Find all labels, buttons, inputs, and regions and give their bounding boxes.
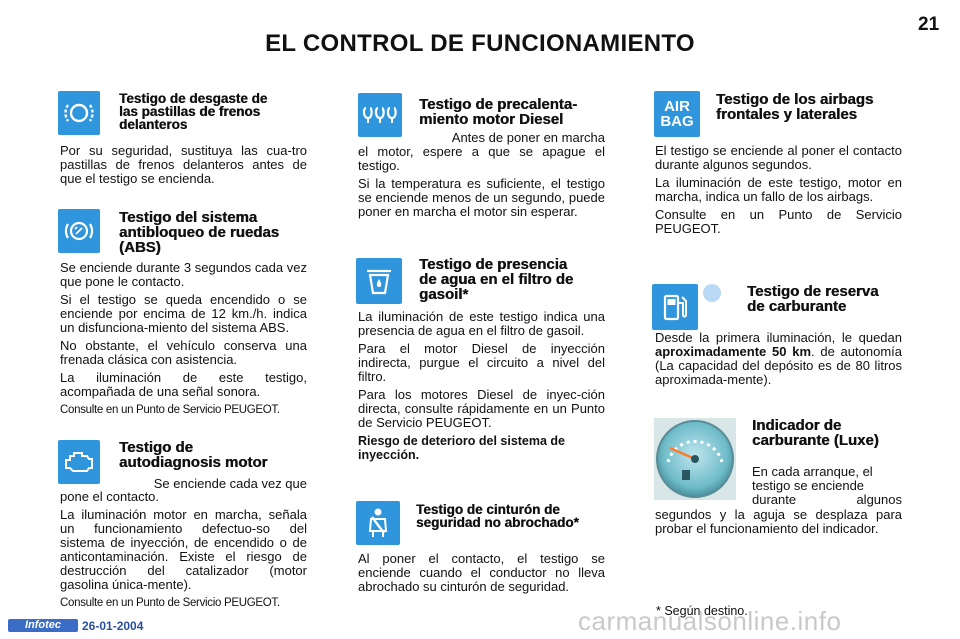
airbag-heading: Testigo de los airbags frontales y later… bbox=[716, 91, 874, 123]
airbag-text-2: La iluminación de este testigo, motor en… bbox=[655, 175, 902, 204]
water-filter-text-3: Para los motores Diesel de inyec-ción di… bbox=[358, 387, 605, 430]
airbag-icon-text-1: AIR bbox=[664, 98, 690, 115]
preheat-glow-plug-icon bbox=[358, 93, 402, 137]
engine-diagnosis-icon bbox=[58, 440, 100, 484]
abs-text-4: La iluminación de este testigo, acompaña… bbox=[60, 370, 307, 399]
page-number: 21 bbox=[918, 14, 940, 35]
fuel-reserve-text: Desde la primera iluminación, le quedan … bbox=[655, 330, 902, 387]
preheat-lead: Antes de poner en marcha bbox=[451, 130, 605, 145]
engine-diagnosis-heading: Testigo de autodiagnosis motor bbox=[119, 439, 268, 471]
preheat-lead-2: el motor, espere a que se apague el test… bbox=[358, 144, 605, 173]
page-title: EL CONTROL DE FUNCIONAMIENTO bbox=[265, 30, 695, 57]
abs-text-3: No obstante, el vehículo conserva una fr… bbox=[60, 338, 307, 367]
infotec-logo: Infotec bbox=[8, 619, 78, 632]
brake-pad-warning-icon bbox=[58, 91, 100, 135]
preheat-heading: Testigo de precalenta- miento motor Dies… bbox=[419, 96, 578, 128]
preheat-text-2: Si la temperatura es suficiente, el test… bbox=[358, 176, 605, 219]
water-in-fuel-icon bbox=[356, 258, 402, 304]
seatbelt-text: Al poner el contacto, el testigo se enci… bbox=[358, 551, 605, 594]
engine-diagnosis-lead: Se enciende cada vez que bbox=[153, 476, 307, 491]
seatbelt-warning-icon bbox=[356, 501, 400, 545]
fuel-gauge-lead-1: En cada arranque, el bbox=[752, 464, 873, 479]
engine-diagnosis-text-2: La iluminación motor en marcha, señala u… bbox=[60, 507, 307, 592]
footnote: * Según destino. bbox=[656, 604, 748, 618]
engine-diagnosis-lead-2: pone el contacto. bbox=[60, 489, 160, 504]
reserve-indicator-dot bbox=[703, 284, 721, 302]
fuel-gauge-text: segundos y la aguja se desplaza para pro… bbox=[655, 507, 902, 536]
water-filter-text-1: La iluminación de este testigo indica un… bbox=[358, 309, 605, 338]
water-filter-warning: Riesgo de deterioro del sistema de inyec… bbox=[358, 434, 566, 462]
fuel-gauge-image bbox=[654, 418, 736, 500]
airbag-icon-text-2: BAG bbox=[660, 113, 694, 130]
abs-warning-icon bbox=[58, 209, 100, 253]
watermark: carmanualsonline.info bbox=[578, 606, 842, 636]
fuel-gauge-lead-2: testigo se enciende bbox=[752, 478, 865, 493]
water-filter-text-2: Para el motor Diesel de inyección indire… bbox=[358, 341, 605, 384]
engine-diagnosis-text-3: Consulte en un Punto de Servicio PEUGEOT… bbox=[60, 597, 280, 609]
abs-heading: Testigo del sistema antibloqueo de rueda… bbox=[119, 209, 280, 256]
fuel-reserve-heading: Testigo de reserva de carburante bbox=[747, 283, 879, 315]
abs-text-2: Si el testigo se queda encendido o se en… bbox=[60, 292, 307, 335]
fuel-reserve-icon bbox=[652, 284, 698, 330]
brake-pads-heading: Testigo de desgaste de las pastillas de … bbox=[119, 91, 268, 132]
airbag-warning-icon: AIR BAG bbox=[654, 91, 700, 137]
brake-pads-text: Por su seguridad, sustituya las cua-tro … bbox=[60, 143, 307, 186]
abs-text-5: Consulte en un Punto de Servicio PEUGEOT… bbox=[60, 404, 280, 416]
water-filter-heading: Testigo de presencia de agua en el filtr… bbox=[419, 256, 574, 303]
airbag-text-3: Consulte en un Punto de Servicio PEUGEOT… bbox=[655, 207, 902, 236]
abs-text-1: Se enciende durante 3 segundos cada vez … bbox=[60, 260, 307, 289]
airbag-text-1: El testigo se enciende al poner el conta… bbox=[655, 143, 902, 172]
fuel-gauge-lead-3: durante algunos bbox=[752, 492, 902, 507]
fuel-gauge-heading: Indicador de carburante (Luxe) bbox=[752, 417, 879, 449]
footer-date: 26-01-2004 bbox=[82, 619, 144, 633]
seatbelt-heading: Testigo de cinturón de seguridad no abro… bbox=[416, 502, 579, 530]
